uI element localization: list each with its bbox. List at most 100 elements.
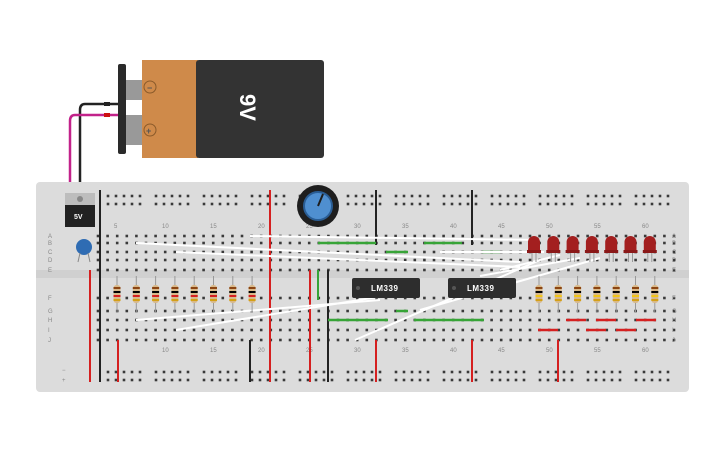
breadboard-hole[interactable] xyxy=(202,296,205,300)
breadboard-hole[interactable] xyxy=(490,328,493,332)
resistor[interactable] xyxy=(612,276,620,312)
breadboard-hole[interactable] xyxy=(519,234,522,238)
breadboard-hole[interactable] xyxy=(298,309,301,313)
breadboard-hole[interactable] xyxy=(423,250,426,254)
breadboard-hole[interactable] xyxy=(298,318,301,322)
breadboard-hole[interactable] xyxy=(307,258,311,262)
breadboard-hole[interactable] xyxy=(567,268,570,272)
rail-hole[interactable] xyxy=(322,378,326,382)
rail-hole[interactable] xyxy=(178,378,182,382)
rail-hole[interactable] xyxy=(106,202,110,206)
breadboard-hole[interactable] xyxy=(442,258,445,262)
rail-hole[interactable] xyxy=(106,194,110,198)
breadboard-hole[interactable] xyxy=(499,318,503,322)
rail-hole[interactable] xyxy=(266,194,270,198)
breadboard-hole[interactable] xyxy=(144,250,148,254)
breadboard-hole[interactable] xyxy=(183,234,186,238)
breadboard-hole[interactable] xyxy=(346,338,349,342)
rail-hole[interactable] xyxy=(226,378,230,382)
rail-hole[interactable] xyxy=(282,194,286,198)
rail-hole[interactable] xyxy=(562,370,566,374)
breadboard-hole[interactable] xyxy=(231,241,234,245)
rail-hole[interactable] xyxy=(378,370,382,374)
rail-hole[interactable] xyxy=(506,194,510,198)
breadboard-hole[interactable] xyxy=(528,296,532,300)
rail-hole[interactable] xyxy=(586,378,590,382)
breadboard-hole[interactable] xyxy=(279,241,282,245)
breadboard-hole[interactable] xyxy=(192,318,196,322)
breadboard-hole[interactable] xyxy=(115,318,119,322)
breadboard-hole[interactable] xyxy=(403,268,407,272)
breadboard-hole[interactable] xyxy=(298,258,301,262)
breadboard-hole[interactable] xyxy=(202,234,205,238)
rail-hole[interactable] xyxy=(586,370,590,374)
breadboard-hole[interactable] xyxy=(663,250,666,254)
breadboard-hole[interactable] xyxy=(259,250,263,254)
rail-hole[interactable] xyxy=(610,202,614,206)
breadboard-hole[interactable] xyxy=(547,234,551,238)
breadboard-hole[interactable] xyxy=(663,241,666,245)
breadboard-hole[interactable] xyxy=(547,318,551,322)
rail-hole[interactable] xyxy=(258,202,262,206)
breadboard-hole[interactable] xyxy=(96,241,100,245)
wire-white[interactable] xyxy=(175,251,521,268)
breadboard-hole[interactable] xyxy=(442,309,445,313)
breadboard-hole[interactable] xyxy=(135,328,138,332)
breadboard-hole[interactable] xyxy=(211,328,215,332)
rail-hole[interactable] xyxy=(266,370,270,374)
breadboard-hole[interactable] xyxy=(586,258,589,262)
rail-hole[interactable] xyxy=(546,370,550,374)
breadboard-hole[interactable] xyxy=(106,234,109,238)
breadboard-hole[interactable] xyxy=(615,318,618,322)
breadboard-hole[interactable] xyxy=(663,268,666,272)
breadboard-hole[interactable] xyxy=(586,234,589,238)
breadboard-hole[interactable] xyxy=(221,318,225,322)
rail-hole[interactable] xyxy=(378,202,382,206)
breadboard-hole[interactable] xyxy=(192,241,196,245)
breadboard-hole[interactable] xyxy=(423,296,426,300)
breadboard-hole[interactable] xyxy=(509,328,513,332)
breadboard-hole[interactable] xyxy=(125,318,129,322)
breadboard-hole[interactable] xyxy=(173,241,177,245)
breadboard-hole[interactable] xyxy=(259,268,263,272)
rail-hole[interactable] xyxy=(186,202,190,206)
breadboard-hole[interactable] xyxy=(221,250,225,254)
breadboard-hole[interactable] xyxy=(250,318,253,322)
breadboard-hole[interactable] xyxy=(499,309,503,313)
rail-hole[interactable] xyxy=(346,370,350,374)
breadboard-hole[interactable] xyxy=(192,338,196,342)
rail-hole[interactable] xyxy=(418,202,422,206)
breadboard-hole[interactable] xyxy=(288,296,292,300)
breadboard-hole[interactable] xyxy=(192,268,196,272)
rail-hole[interactable] xyxy=(122,378,126,382)
rail-hole[interactable] xyxy=(218,194,222,198)
rail-hole[interactable] xyxy=(362,194,366,198)
breadboard-hole[interactable] xyxy=(211,318,215,322)
rail-hole[interactable] xyxy=(130,202,134,206)
breadboard-hole[interactable] xyxy=(163,318,167,322)
breadboard-hole[interactable] xyxy=(413,241,417,245)
rail-hole[interactable] xyxy=(226,194,230,198)
breadboard-hole[interactable] xyxy=(231,258,234,262)
rail-hole[interactable] xyxy=(106,378,110,382)
rail-hole[interactable] xyxy=(330,370,334,374)
rail-hole[interactable] xyxy=(466,194,470,198)
rail-hole[interactable] xyxy=(466,202,470,206)
breadboard-hole[interactable] xyxy=(231,250,234,254)
rail-hole[interactable] xyxy=(618,378,622,382)
rail-hole[interactable] xyxy=(170,194,174,198)
breadboard-hole[interactable] xyxy=(519,268,522,272)
breadboard-hole[interactable] xyxy=(663,338,666,342)
rail-hole[interactable] xyxy=(130,194,134,198)
breadboard-hole[interactable] xyxy=(125,338,129,342)
breadboard-hole[interactable] xyxy=(547,338,551,342)
breadboard-hole[interactable] xyxy=(461,338,465,342)
breadboard-hole[interactable] xyxy=(211,234,215,238)
breadboard-hole[interactable] xyxy=(355,250,359,254)
breadboard-hole[interactable] xyxy=(144,296,148,300)
breadboard-hole[interactable] xyxy=(663,328,666,332)
rail-hole[interactable] xyxy=(298,370,302,374)
breadboard-hole[interactable] xyxy=(394,268,397,272)
rail-hole[interactable] xyxy=(594,194,598,198)
breadboard-hole[interactable] xyxy=(663,296,666,300)
